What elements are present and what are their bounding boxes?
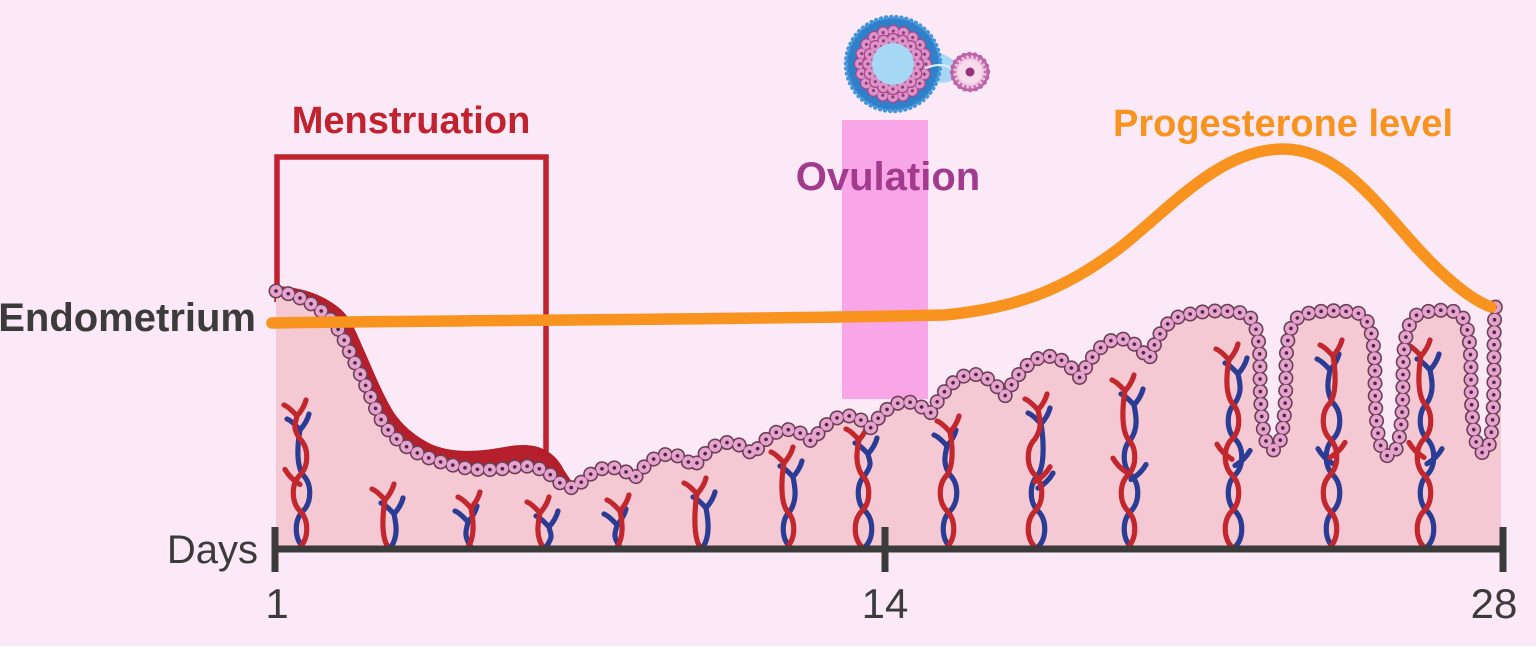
spiral-artery <box>1109 372 1138 550</box>
progesterone-label: Progesterone level <box>1113 103 1453 145</box>
spiral-artery <box>1213 341 1242 550</box>
menstruation-label: Menstruation <box>292 100 531 142</box>
spiral-artery <box>1317 337 1348 550</box>
spiral-artery <box>604 492 632 550</box>
spiral-vein <box>1222 355 1253 550</box>
spiral-artery <box>524 494 552 550</box>
spiral-artery <box>455 489 483 550</box>
spiral-artery <box>1405 337 1434 550</box>
ovulation-label: Ovulation <box>796 155 980 199</box>
blood-vessels <box>281 337 1445 550</box>
bottom-border <box>0 646 1536 653</box>
egg-corona-bumps <box>949 51 991 93</box>
spiral-vein <box>1414 351 1445 550</box>
follicle-illustration <box>843 14 961 114</box>
progesterone-curve <box>266 143 1497 329</box>
spiral-artery <box>934 413 962 550</box>
spiral-artery <box>1022 391 1053 550</box>
days-axis-label: Days <box>167 528 258 572</box>
spiral-artery <box>768 444 797 550</box>
spiral-artery <box>681 475 709 550</box>
spiral-vein <box>1314 351 1343 550</box>
tick-label-14: 14 <box>862 580 909 627</box>
spiral-vein <box>1025 405 1056 550</box>
spiral-artery <box>369 481 397 550</box>
released-egg <box>949 51 991 93</box>
ovulation-band <box>842 120 928 399</box>
egg-dot-ring <box>953 55 987 89</box>
tick-label-28: 28 <box>1471 580 1518 627</box>
egg-nucleus <box>965 67 975 77</box>
menstruation-bracket <box>274 154 549 466</box>
follicle-outer-texture <box>846 17 940 111</box>
spurt-streak <box>924 63 953 70</box>
granulosa-ring-inner-nuclei <box>866 37 920 91</box>
follicle-antrum <box>872 43 914 85</box>
spiral-artery <box>281 397 310 550</box>
shedding-blood-layer <box>276 286 576 488</box>
day-axis: 1 14 28 Days <box>167 527 1518 627</box>
granulosa-ring-outer-nuclei <box>858 29 928 99</box>
endometrium-label: Endometrium <box>0 296 256 340</box>
tick-label-1: 1 <box>265 580 288 627</box>
